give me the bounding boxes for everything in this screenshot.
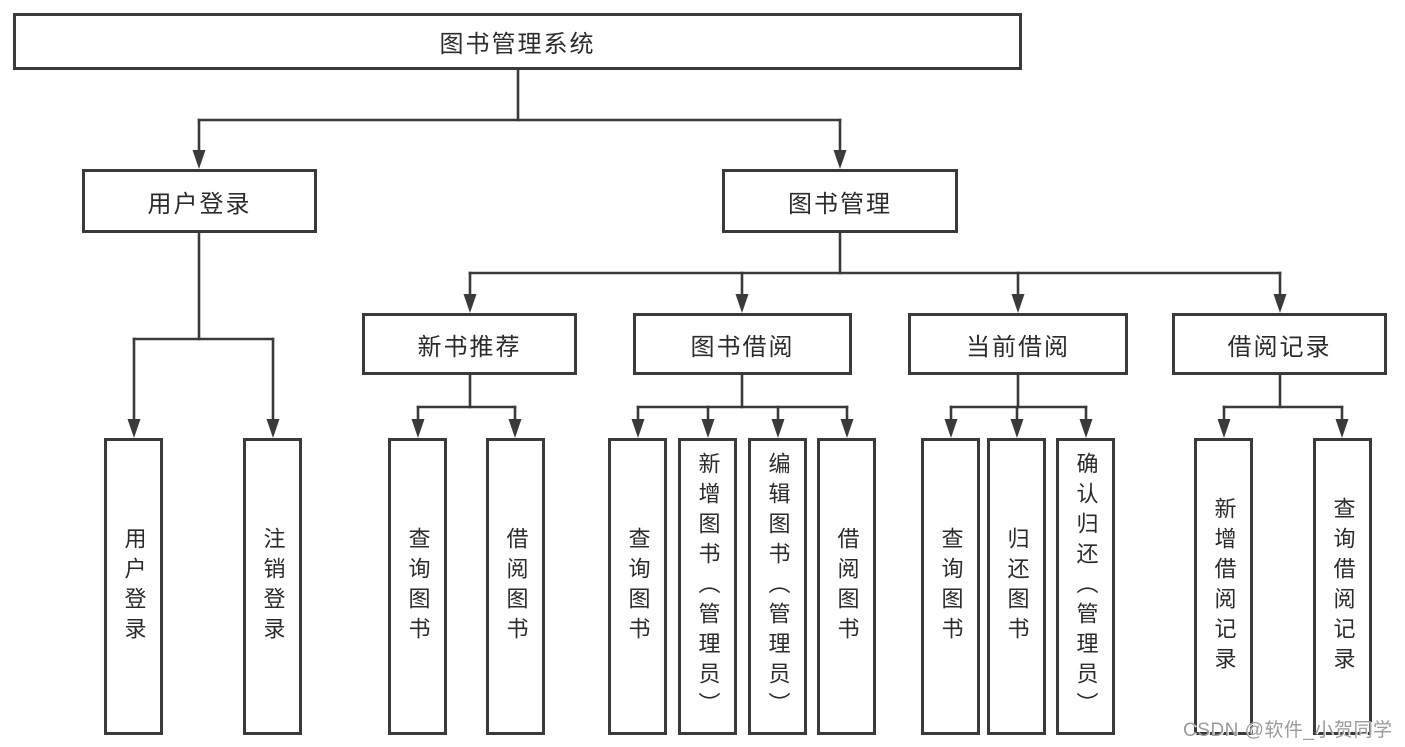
leaf-edit-book-admin: 编辑图书（管理员） [748, 438, 807, 735]
leaf-label: 查询图书 [938, 526, 964, 647]
node-current-borrow: 当前借阅 [908, 313, 1128, 375]
node-user-login: 用户登录 [82, 169, 317, 233]
leaf-label: 新增借阅记录 [1211, 496, 1237, 677]
arrowhead [266, 419, 280, 438]
leaf-query-books-current: 查询图书 [921, 438, 980, 735]
arrowhead [735, 294, 749, 313]
leaf-label: 查询图书 [405, 526, 431, 647]
watermark: CSDN @软件_小贺同学 [1183, 720, 1393, 741]
arrowhead [1335, 419, 1349, 438]
arrowhead [1010, 419, 1024, 438]
leaf-add-borrow-record: 新增借阅记录 [1194, 438, 1253, 735]
node-book-borrow: 图书借阅 [633, 313, 852, 375]
connector-root-split [192, 68, 847, 169]
leaf-query-books-recommend: 查询图书 [388, 438, 447, 735]
arrowhead [411, 419, 425, 438]
leaf-confirm-return-admin: 确认归还（管理员） [1056, 438, 1115, 735]
arrowhead [1079, 419, 1093, 438]
arrowhead [463, 294, 477, 313]
leaf-label: 查询图书 [625, 526, 651, 647]
arrowhead [192, 150, 206, 169]
leaf-label: 用户登录 [121, 526, 147, 647]
arrowhead [127, 419, 141, 438]
leaf-query-books-borrow: 查询图书 [608, 438, 667, 735]
connector-book-management-split [463, 231, 1287, 313]
arrowhead [833, 150, 847, 169]
connector-new-book-split [411, 373, 522, 438]
leaf-label: 借阅图书 [503, 526, 529, 647]
leaf-logout: 注销登录 [243, 438, 302, 735]
leaf-label: 新增图书（管理员） [695, 451, 721, 722]
arrowhead [944, 419, 958, 438]
leaf-label: 编辑图书（管理员） [765, 451, 791, 722]
leaf-label: 确认归还（管理员） [1073, 451, 1099, 722]
arrowhead [1273, 294, 1287, 313]
node-new-book-recommend: 新书推荐 [362, 313, 577, 375]
arrowhead [1217, 419, 1231, 438]
leaf-label: 借阅图书 [834, 526, 860, 647]
leaf-label: 归还图书 [1004, 526, 1030, 647]
leaf-return-book: 归还图书 [987, 438, 1046, 735]
node-book-management: 图书管理 [722, 169, 958, 233]
leaf-add-book-admin: 新增图书（管理员） [678, 438, 737, 735]
connector-book-borrow-split [631, 373, 854, 438]
leaf-query-borrow-record: 查询借阅记录 [1313, 438, 1372, 735]
arrowhead [701, 419, 715, 438]
arrowhead [840, 419, 854, 438]
connector-user-login-split [127, 231, 280, 438]
arrowhead [771, 419, 785, 438]
arrowhead [1011, 294, 1025, 313]
leaf-borrow-books-recommend: 借阅图书 [486, 438, 545, 735]
connector-current-borrow-split [944, 373, 1093, 438]
node-library-management-system: 图书管理系统 [13, 13, 1022, 70]
leaf-label: 查询借阅记录 [1330, 496, 1356, 677]
node-borrow-records: 借阅记录 [1172, 313, 1387, 375]
leaf-label: 注销登录 [260, 526, 286, 647]
arrowhead [631, 419, 645, 438]
arrowhead [508, 419, 522, 438]
leaf-borrow-books: 借阅图书 [817, 438, 876, 735]
connector-borrow-records-split [1217, 373, 1349, 438]
leaf-user-login: 用户登录 [104, 438, 163, 735]
